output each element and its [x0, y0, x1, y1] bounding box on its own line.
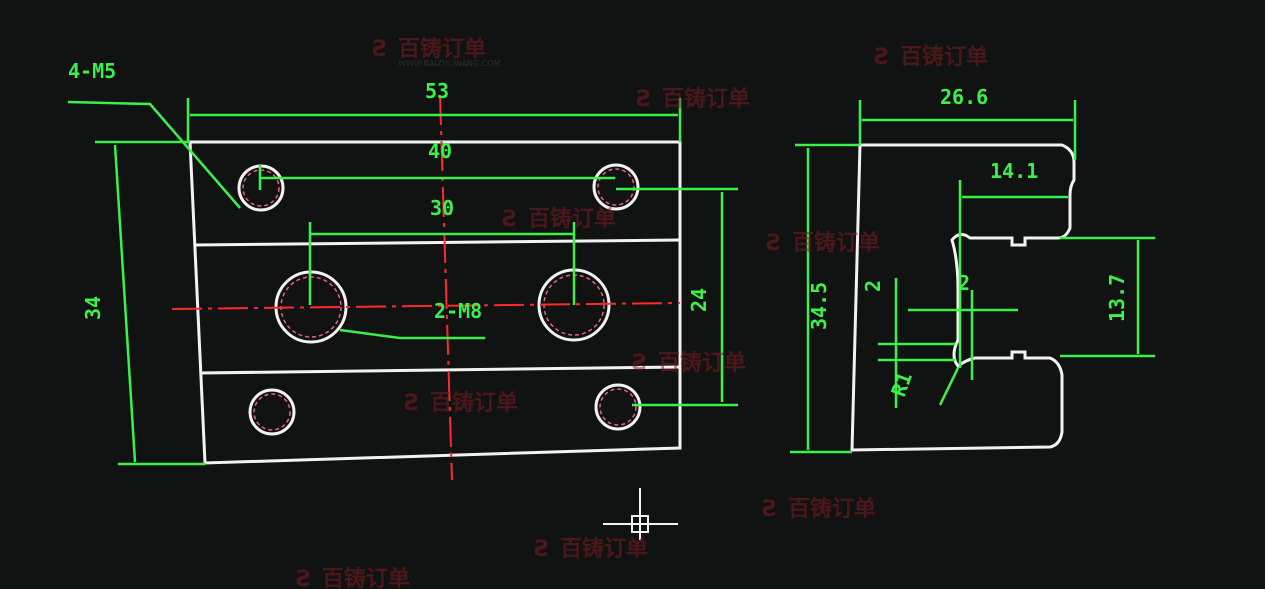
hole-m5-bottom-right	[594, 383, 642, 431]
svg-text:WWW.BAIZHUWANG.COM: WWW.BAIZHUWANG.COM	[398, 59, 501, 68]
svg-text:Ƨ: Ƨ	[534, 537, 550, 562]
crosshair-cursor-icon	[603, 488, 678, 540]
svg-text:百铸订单: 百铸订单	[430, 390, 518, 416]
front-view-outline	[188, 140, 682, 465]
label-overall-height: 34	[81, 296, 105, 320]
svg-text:Ƨ: Ƨ	[502, 207, 518, 232]
label-overall-width: 53	[425, 79, 449, 103]
svg-text:Ƨ: Ƨ	[404, 391, 420, 416]
svg-text:百铸订单: 百铸订单	[792, 230, 880, 256]
svg-text:百铸订单: 百铸订单	[322, 566, 410, 589]
label-inner-offset: 2	[958, 271, 970, 295]
svg-text:百铸订单: 百铸订单	[788, 496, 876, 522]
label-hole-spacing-30: 30	[430, 196, 454, 220]
svg-text:Ƨ: Ƨ	[636, 87, 652, 112]
label-side-width: 26.6	[940, 85, 988, 109]
svg-text:Ƨ: Ƨ	[296, 567, 312, 589]
label-radius: R1	[886, 369, 917, 400]
center-lines	[171, 94, 681, 481]
svg-text:Ƨ: Ƨ	[762, 497, 778, 522]
svg-text:Ƨ: Ƨ	[874, 45, 890, 70]
svg-text:百铸订单: 百铸订单	[900, 44, 988, 70]
label-slot-depth: 14.1	[990, 159, 1038, 183]
label-vertical-spacing: 24	[687, 288, 711, 312]
svg-text:Ƨ: Ƨ	[372, 37, 388, 62]
front-dimensions	[67, 98, 738, 466]
label-side-height: 34.5	[807, 282, 831, 330]
svg-text:百铸订单: 百铸订单	[662, 86, 750, 112]
label-left-offset: 2	[861, 280, 885, 292]
side-dimensions	[790, 100, 1155, 454]
svg-text:百铸订单: 百铸订单	[398, 36, 486, 62]
label-slot-height: 13.7	[1105, 274, 1129, 322]
svg-text:百铸订单: 百铸订单	[528, 206, 616, 232]
label-hole-spacing-40: 40	[428, 139, 452, 163]
svg-text:Ƨ: Ƨ	[766, 231, 782, 256]
hole-m5-bottom-left	[248, 388, 296, 436]
svg-text:百铸订单: 百铸订单	[658, 350, 746, 376]
label-2-m8: 2-M8	[434, 299, 482, 323]
hole-m5-top-right	[592, 163, 640, 211]
label-4-m5: 4-M5	[68, 59, 116, 83]
side-view-outline	[850, 143, 1076, 452]
svg-text:百铸订单: 百铸订单	[560, 536, 648, 562]
svg-text:Ƨ: Ƨ	[632, 351, 648, 376]
